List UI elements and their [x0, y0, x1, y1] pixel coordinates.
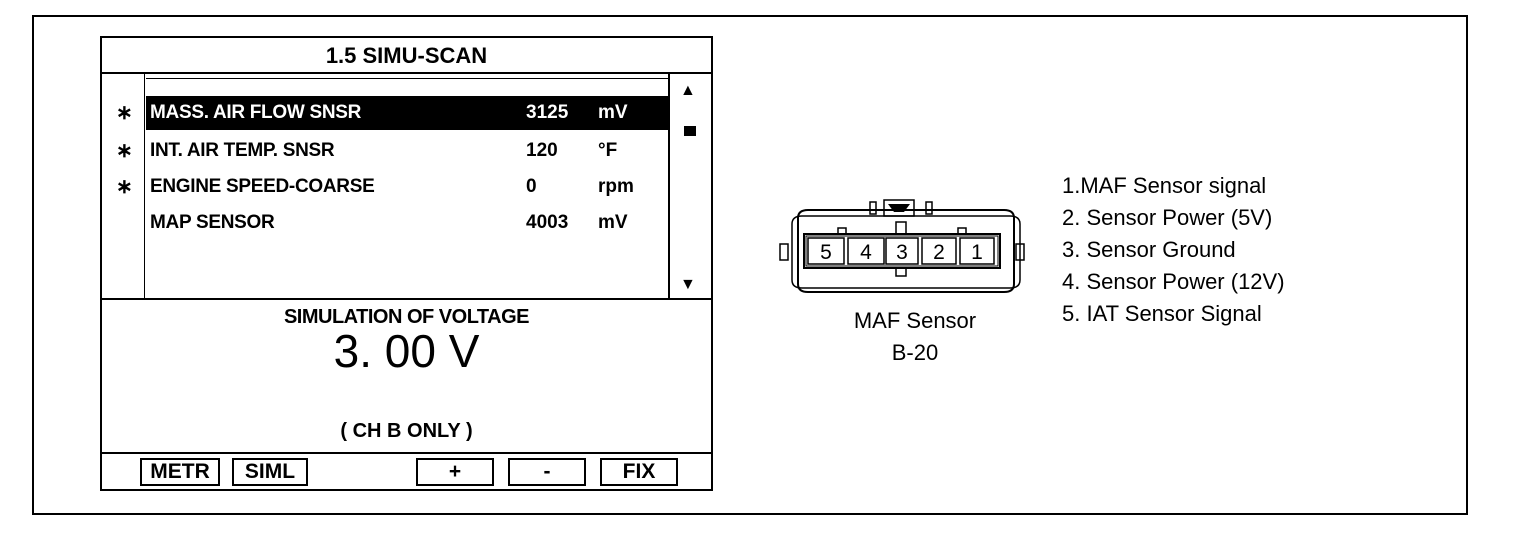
maf-connector-diagram: 5 4 3 2 1: [779, 199, 1025, 293]
parameter-row-map[interactable]: MAP SENSOR 4003 mV: [102, 206, 668, 240]
simulation-label: SIMULATION OF VOLTAGE: [283, 306, 530, 328]
siml-button[interactable]: SIML: [232, 458, 308, 486]
pin-label: 2: [933, 241, 945, 264]
simulation-value: 3. 00 V: [333, 325, 480, 377]
parameter-row-engine-speed[interactable]: ∗ ENGINE SPEED-COARSE 0 rpm: [102, 170, 668, 204]
parameter-row-iat[interactable]: ∗ INT. AIR TEMP. SNSR 120 °F: [102, 134, 668, 168]
pin-legend-item: 4. Sensor Power (12V): [1062, 269, 1285, 294]
softkey-bar: METR SIML + - FIX: [102, 452, 711, 489]
parameter-unit: mV: [598, 212, 628, 233]
increase-button[interactable]: +: [416, 458, 494, 486]
parameter-name: INT. AIR TEMP. SNSR: [150, 140, 335, 161]
metr-button[interactable]: METR: [140, 458, 220, 486]
fix-button[interactable]: FIX: [600, 458, 678, 486]
pin-cell: [885, 237, 919, 265]
pin-cell: [847, 237, 885, 265]
scroll-down-arrow-icon[interactable]: ▼: [680, 276, 696, 293]
diagram-frame: [32, 15, 1468, 515]
parameter-unit: rpm: [598, 176, 634, 197]
pin-legend: 1.MAF Sensor signal 2. Sensor Power (5V)…: [1062, 170, 1285, 330]
parameter-unit: mV: [598, 102, 628, 123]
pin-legend-item: 5. IAT Sensor Signal: [1062, 301, 1262, 326]
pin-legend-item: 2. Sensor Power (5V): [1062, 205, 1273, 230]
pin-cell: [921, 237, 957, 265]
parameter-name: MAP SENSOR: [150, 212, 275, 233]
parameter-value: 0: [526, 176, 537, 197]
scan-tool-screen: 1.5 SIMU-SCAN ∗ MASS. AIR FLOW SNSR 3125…: [100, 36, 713, 491]
parameter-row-maf[interactable]: ∗ MASS. AIR FLOW SNSR 3125 mV: [102, 96, 668, 130]
selection-highlight: [146, 96, 668, 130]
pin-legend-item: 1.MAF Sensor signal: [1062, 173, 1267, 198]
marked-star-icon: ∗: [116, 140, 133, 162]
marked-star-icon: ∗: [116, 176, 133, 198]
parameter-unit: °F: [598, 140, 618, 161]
scrollbar-thumb[interactable]: [684, 126, 696, 136]
screen-title: 1.5 SIMU-SCAN: [102, 38, 711, 74]
channel-note: ( CH B ONLY ): [340, 420, 473, 442]
parameter-name: MASS. AIR FLOW SNSR: [150, 102, 362, 123]
parameter-value: 3125: [526, 102, 569, 123]
decrease-button[interactable]: -: [508, 458, 586, 486]
scroll-up-arrow-icon[interactable]: ▲: [680, 82, 696, 99]
pin-cell: [959, 237, 995, 265]
pin-label: 3: [896, 241, 908, 264]
pin-label: 1: [971, 241, 983, 264]
parameter-value: 4003: [526, 212, 569, 233]
parameter-list: ∗ MASS. AIR FLOW SNSR 3125 mV ∗ INT. AIR…: [102, 74, 711, 300]
connector-caption: MAF Sensor: [853, 308, 977, 333]
parameter-value: 120: [526, 140, 558, 161]
connector-id: B-20: [891, 340, 939, 365]
parameter-name: ENGINE SPEED-COARSE: [150, 176, 375, 197]
pin-label: 5: [820, 241, 832, 264]
pin-legend-item: 3. Sensor Ground: [1062, 237, 1236, 262]
marked-star-icon: ∗: [116, 102, 133, 124]
pin-label: 4: [860, 241, 872, 264]
pin-cell: [807, 237, 845, 265]
